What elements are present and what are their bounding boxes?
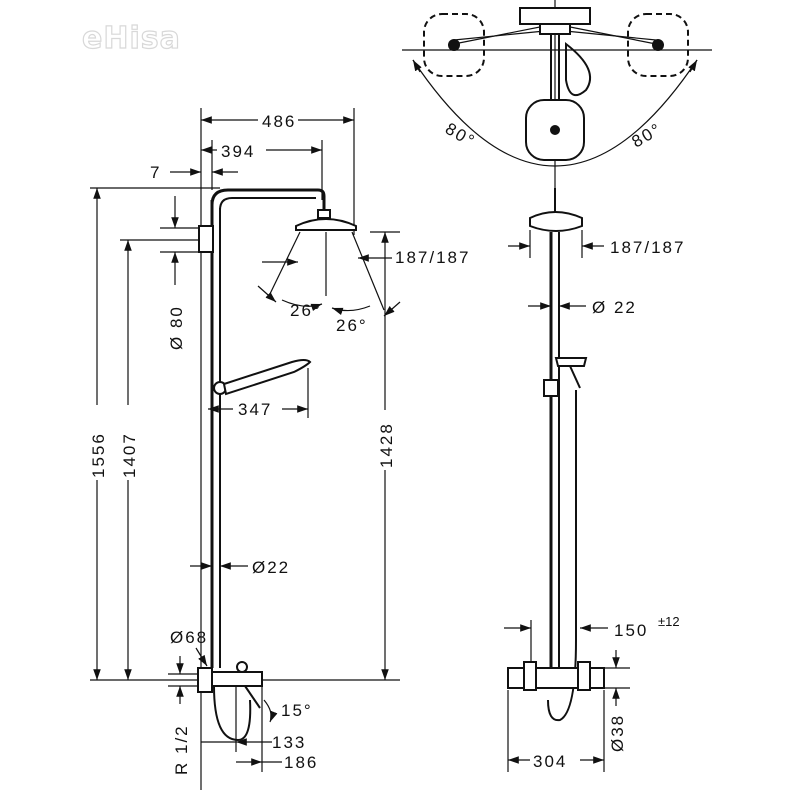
dim-height-bracket: 1407 [120, 432, 139, 478]
dim-width-head: 394 [221, 142, 255, 161]
side-dim-pipe-dia: Ø 22 [592, 298, 637, 317]
dim-height-head: 1428 [377, 422, 396, 468]
side-dim-offset: 150 [614, 621, 648, 640]
dim-hand-shower: 347 [238, 400, 272, 419]
dim-height-total: 1556 [89, 432, 108, 478]
front-view: 486 394 7 Ø 80 1556 1407 1428 [89, 108, 470, 790]
side-dim-mixer-dia: Ø38 [608, 714, 627, 752]
dim-angle-left: 26° [290, 301, 322, 320]
dim-spray-width: 187/187 [395, 248, 470, 267]
dim-pipe-dia: Ø22 [252, 558, 290, 577]
dim-spout-186: 186 [284, 753, 318, 772]
dim-mixer-dia: Ø68 [170, 628, 208, 647]
dim-bracket-dia: Ø 80 [167, 305, 186, 350]
dim-spout-133: 133 [272, 733, 306, 752]
top-angle-left: 80° [442, 119, 479, 151]
dim-wall-offset: 7 [150, 163, 161, 182]
dim-thread: R 1/2 [172, 724, 191, 775]
top-view: 80° 80° [402, 0, 712, 190]
side-dim-mixer-width: 304 [533, 752, 567, 771]
side-dim-offset-tol: ±12 [658, 614, 680, 629]
side-view: 187/187 Ø 22 150 ±12 Ø38 304 [504, 188, 685, 772]
dim-angle-right: 26° [336, 316, 368, 335]
side-dim-spray-width: 187/187 [610, 238, 685, 257]
dim-spout-angle: 15° [281, 701, 313, 720]
dim-width-total: 486 [262, 112, 296, 131]
top-angle-right: 80° [629, 119, 666, 151]
watermark-logo: eHisa [82, 21, 181, 56]
